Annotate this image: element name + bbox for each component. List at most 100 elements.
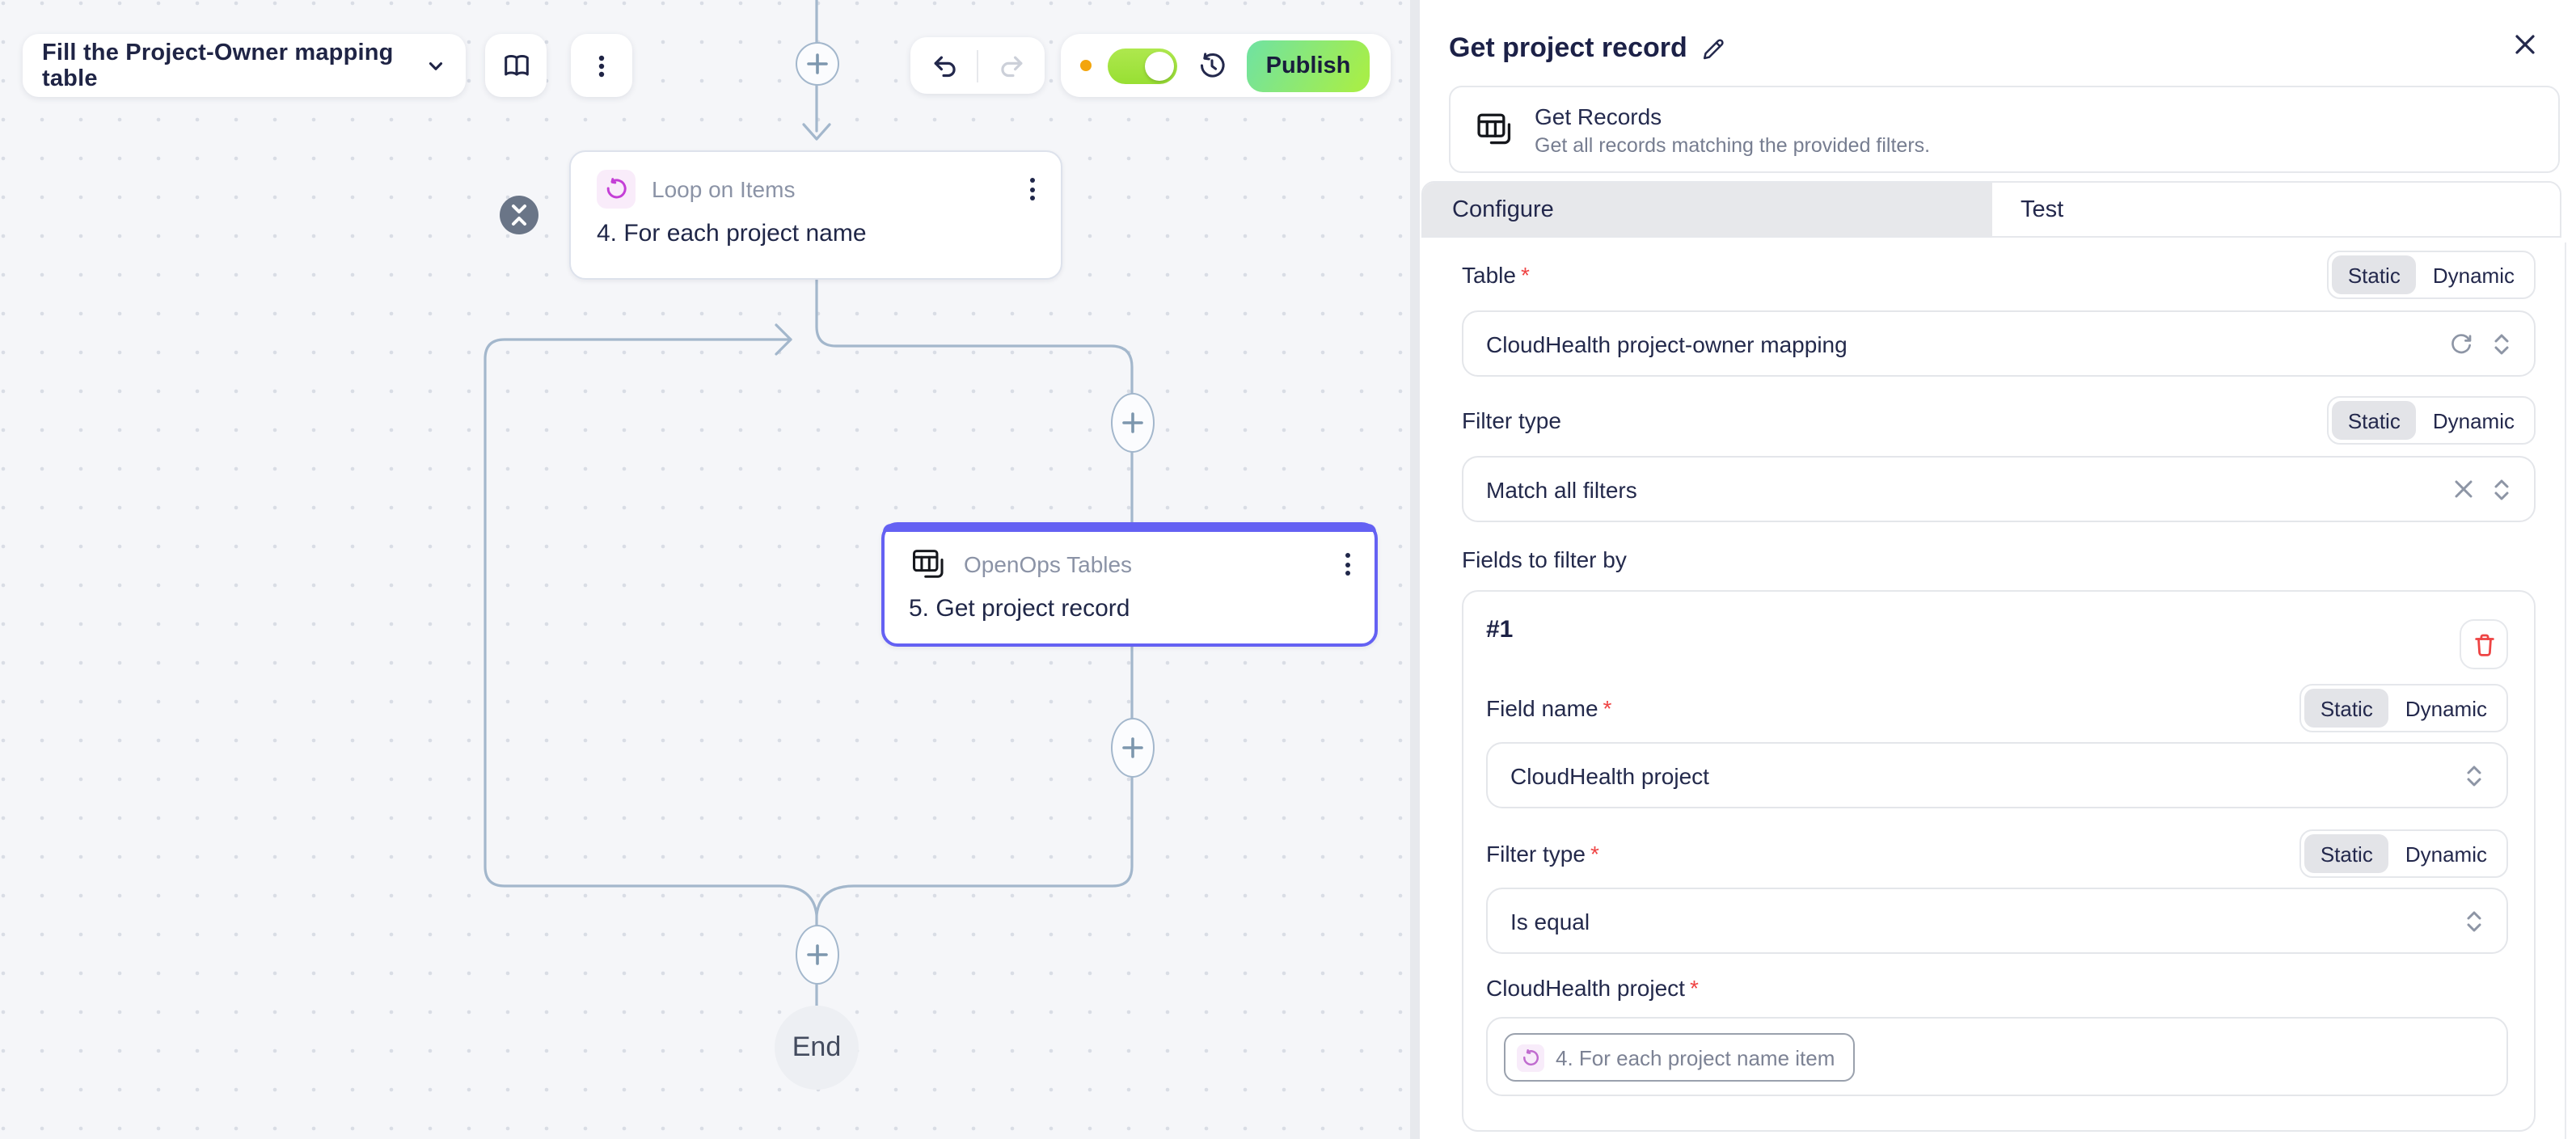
cloudhealth-project-input[interactable]: 4. For each project name item — [1486, 1017, 2508, 1096]
tables-icon — [913, 550, 944, 578]
tables-node-icon-box — [909, 545, 948, 584]
refresh-icon[interactable] — [2448, 331, 2474, 356]
unfold-icon — [2467, 765, 2481, 786]
collapse-icon — [512, 205, 526, 226]
rename-step-button[interactable] — [1702, 36, 1726, 61]
panel-header: Get project record — [1449, 26, 2511, 71]
dynamic-option[interactable]: Dynamic — [2432, 408, 2515, 432]
end-node: End — [775, 1006, 859, 1090]
delete-filter-button[interactable] — [2460, 619, 2508, 669]
table-select-value: CloudHealth project-owner mapping — [1486, 331, 1848, 356]
collapse-loop-button[interactable] — [500, 196, 538, 234]
table-field-row: Table* Static Dynamic — [1462, 251, 2536, 299]
redo-icon — [1000, 55, 1022, 77]
filter-type-static-dynamic-toggle: Static Dynamic — [2326, 396, 2536, 445]
field-name-row: Field name* Static Dynamic — [1486, 684, 2508, 732]
workflow-edges — [484, 0, 1134, 1010]
add-step-button-before-end[interactable] — [795, 924, 838, 984]
plus-icon — [806, 943, 827, 964]
undo-button[interactable] — [929, 51, 958, 80]
loop-item-token-chip[interactable]: 4. For each project name item — [1504, 1033, 1855, 1082]
filter-group-header: #1 — [1486, 614, 2508, 669]
inner-filter-type-select-value: Is equal — [1510, 908, 1590, 934]
publish-button[interactable]: Publish — [1247, 40, 1370, 91]
loop-node-title: 4. For each project name — [597, 220, 867, 247]
field-name-static-dynamic-toggle: Static Dynamic — [2299, 684, 2508, 732]
plus-icon — [806, 53, 827, 74]
filter-group-card: #1 Field name* Static Dynamic — [1462, 590, 2536, 1132]
toggle-knob — [1145, 51, 1174, 80]
field-name-select[interactable]: CloudHealth project — [1486, 742, 2508, 808]
tables-node[interactable]: OpenOps Tables 5. Get project record — [881, 522, 1378, 647]
undo-icon — [933, 55, 955, 77]
clear-icon[interactable] — [2453, 479, 2474, 500]
history-icon — [1200, 53, 1225, 78]
flow-enabled-toggle[interactable] — [1108, 48, 1177, 83]
filter-type-label: Filter type — [1462, 407, 1561, 433]
inner-filter-type-row: Filter type* Static Dynamic — [1486, 829, 2508, 878]
filter-group-index: #1 — [1486, 616, 1514, 643]
table-label: Table* — [1462, 262, 1530, 288]
toolbar-divider — [977, 49, 978, 82]
trash-icon — [2474, 633, 2494, 656]
dynamic-option[interactable]: Dynamic — [2405, 696, 2487, 720]
field-name-select-value: CloudHealth project — [1510, 762, 1709, 788]
panel-scrollbar-track[interactable] — [2565, 243, 2566, 1139]
loop-node-icon-box — [597, 170, 636, 209]
add-step-button-after-tables[interactable] — [1110, 717, 1154, 777]
static-option[interactable]: Static — [2304, 834, 2389, 873]
required-marker: * — [1689, 975, 1699, 1001]
kebab-menu-icon — [598, 54, 605, 77]
filter-type-field-row: Filter type Static Dynamic — [1462, 396, 2536, 445]
unfold-icon — [2494, 479, 2509, 500]
static-option[interactable]: Static — [2331, 401, 2417, 440]
action-description: Get all records matching the provided fi… — [1535, 133, 1931, 156]
inner-filter-type-select[interactable]: Is equal — [1486, 888, 2508, 954]
fields-to-filter-by-label: Fields to filter by — [1462, 546, 1627, 572]
tables-icon — [1477, 113, 1511, 145]
publish-group: Publish — [1061, 34, 1391, 97]
inner-filter-type-label: Filter type* — [1486, 841, 1599, 867]
unsaved-changes-dot — [1080, 60, 1092, 71]
workflow-canvas[interactable]: Fill the Project-Owner mapping table — [0, 0, 1410, 1139]
required-marker: * — [1603, 695, 1612, 721]
redo-button[interactable] — [997, 51, 1026, 80]
action-title: Get Records — [1535, 103, 1662, 129]
table-static-dynamic-toggle: Static Dynamic — [2326, 251, 2536, 299]
table-select[interactable]: CloudHealth project-owner mapping — [1462, 310, 2536, 377]
configure-form: Table* Static Dynamic CloudHealth projec… — [1420, 251, 2576, 1132]
inner-filter-type-static-dynamic-toggle: Static Dynamic — [2299, 829, 2508, 878]
docs-button[interactable] — [485, 34, 547, 97]
loop-node-menu-button[interactable] — [1027, 175, 1038, 204]
static-option[interactable]: Static — [2304, 689, 2389, 728]
dynamic-option[interactable]: Dynamic — [2405, 842, 2487, 866]
action-summary-card: Get Records Get all records matching the… — [1449, 86, 2560, 173]
close-panel-button[interactable] — [2513, 32, 2537, 57]
unfold-icon — [2467, 910, 2481, 931]
dynamic-option[interactable]: Dynamic — [2432, 263, 2515, 287]
pencil-icon — [1704, 38, 1725, 59]
chevron-down-icon — [429, 61, 443, 70]
panel-tabs: Configure Test — [1421, 181, 2561, 238]
loop-node[interactable]: Loop on Items 4. For each project name — [569, 150, 1062, 280]
add-step-button-loop-body[interactable] — [1110, 392, 1154, 452]
filter-type-select[interactable]: Match all filters — [1462, 456, 2536, 522]
flow-menu-button[interactable] — [571, 34, 632, 97]
tab-test[interactable]: Test — [1991, 183, 2560, 236]
static-option[interactable]: Static — [2331, 255, 2417, 294]
cloudhealth-project-label: CloudHealth project* — [1486, 975, 1699, 1001]
tables-node-title: 5. Get project record — [909, 595, 1130, 622]
loop-icon — [606, 178, 627, 199]
add-step-button-top[interactable] — [795, 41, 838, 85]
panel-resize-handle[interactable] — [1410, 0, 1420, 1139]
required-marker: * — [1590, 841, 1599, 867]
tab-configure[interactable]: Configure — [1423, 183, 1991, 236]
flow-name-dropdown[interactable]: Fill the Project-Owner mapping table — [23, 34, 466, 97]
panel-title: Get project record — [1449, 32, 1687, 63]
tables-node-menu-button[interactable] — [1342, 550, 1353, 579]
version-history-button[interactable] — [1197, 50, 1227, 81]
plus-icon — [1121, 411, 1142, 432]
loop-icon — [1523, 1048, 1539, 1065]
loop-chip-label: 4. For each project name item — [1556, 1045, 1835, 1069]
